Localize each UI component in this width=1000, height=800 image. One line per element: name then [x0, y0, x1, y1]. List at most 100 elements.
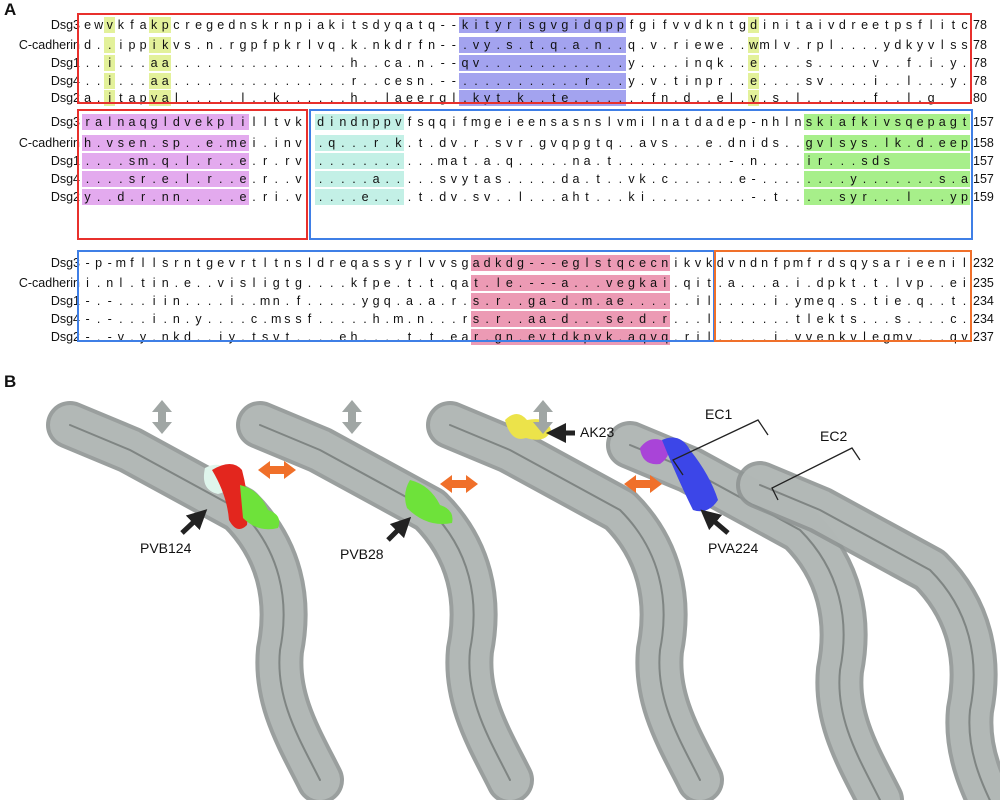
residue: - [107, 256, 112, 270]
residue: . [918, 74, 922, 88]
residue: . [119, 294, 123, 308]
residue: n [283, 136, 291, 150]
residue: k [117, 18, 124, 32]
residue: n [761, 256, 769, 270]
residue: n [661, 91, 669, 105]
residue: i [785, 18, 789, 32]
residue: l [308, 256, 311, 270]
residue: . [884, 91, 889, 105]
residue: . [762, 312, 767, 326]
residue: n [794, 115, 802, 129]
residue: . [230, 154, 234, 168]
residue: . [729, 312, 734, 326]
residue: v [295, 190, 302, 204]
residue: m [892, 330, 904, 344]
residue: . [607, 172, 611, 186]
residue: k [606, 330, 613, 344]
residue: . [540, 154, 545, 168]
residue: . [740, 38, 745, 52]
sequence-name: Dsg4 [50, 172, 80, 186]
residue-number: 80 [973, 91, 987, 105]
residue: r [451, 294, 456, 308]
residue: . [762, 91, 767, 105]
highlight-pink [470, 311, 671, 327]
residue: . [241, 74, 245, 88]
residue: . [329, 56, 334, 70]
residue: e [716, 91, 724, 105]
residue: a [84, 91, 92, 105]
residue: i [108, 74, 112, 88]
residue: v [817, 74, 824, 88]
residue: a [539, 312, 547, 326]
residue: . [729, 74, 734, 88]
residue: . [718, 312, 722, 326]
residue: - [551, 276, 556, 290]
residue-number: 157 [973, 115, 994, 129]
residue: d [439, 190, 447, 204]
residue: . [518, 294, 523, 308]
residue: . [207, 312, 212, 326]
residue: . [318, 276, 323, 290]
residue: . [540, 38, 545, 52]
residue: . [829, 91, 833, 105]
residue: n [283, 18, 291, 32]
residue: - [751, 190, 756, 204]
residue: . [751, 312, 756, 326]
residue: . [318, 312, 323, 326]
residue: s [128, 154, 136, 168]
residue: . [940, 56, 944, 70]
residue: . [540, 56, 545, 70]
residue: . [352, 136, 356, 150]
residue: t [485, 18, 489, 32]
residue: a [627, 330, 635, 344]
residue: - [107, 330, 112, 344]
residue: . [230, 91, 234, 105]
residue: . [252, 294, 256, 308]
residue: . [407, 154, 412, 168]
residue: . [196, 172, 201, 186]
residue: . [674, 294, 678, 308]
residue: n [772, 18, 780, 32]
residue: . [518, 276, 523, 290]
residue: . [407, 190, 412, 204]
residue: e [494, 115, 502, 129]
residue: v [439, 256, 446, 270]
residue: . [296, 330, 301, 344]
residue: - [551, 312, 556, 326]
residue: . [662, 294, 667, 308]
residue: s [162, 136, 169, 150]
residue: . [740, 294, 745, 308]
residue: v [450, 136, 457, 150]
residue: . [385, 330, 389, 344]
residue: s [495, 172, 502, 186]
residue: t [285, 330, 290, 344]
residue: g [461, 256, 469, 270]
residue: . [374, 74, 378, 88]
residue: . [674, 312, 678, 326]
residue: . [196, 294, 201, 308]
residue: r [862, 190, 867, 204]
residue: r [174, 256, 179, 270]
residue: v [295, 136, 302, 150]
residue: . [529, 190, 534, 204]
residue: . [185, 56, 190, 70]
residue: . [773, 56, 778, 70]
residue: . [962, 56, 967, 70]
residue: . [862, 312, 867, 326]
residue: k [328, 18, 335, 32]
residue: i [474, 18, 478, 32]
residue: . [674, 190, 678, 204]
residue: l [707, 312, 711, 326]
residue: v [928, 38, 935, 52]
residue: e [195, 115, 203, 129]
residue: s [861, 136, 868, 150]
residue: t [796, 18, 800, 32]
residue: n [172, 312, 180, 326]
residue: . [230, 172, 234, 186]
residue: y [628, 74, 635, 88]
residue: l [496, 276, 500, 290]
residue: q [383, 294, 391, 308]
residue: . [296, 91, 301, 105]
residue: r [185, 18, 190, 32]
